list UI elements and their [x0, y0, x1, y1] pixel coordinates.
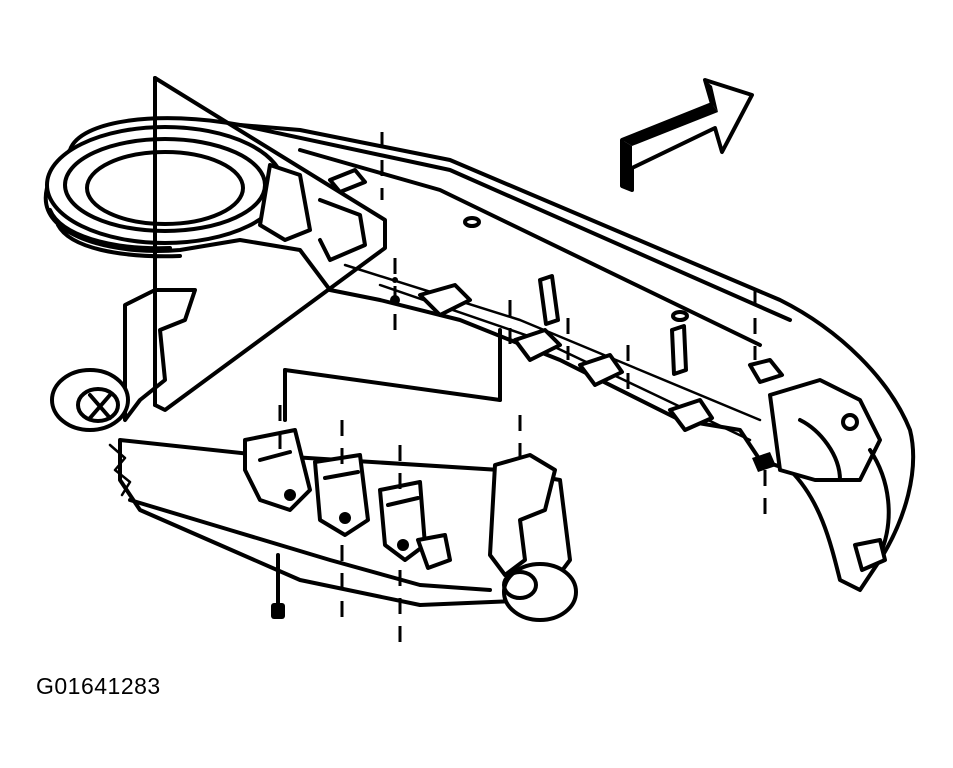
upper-housing	[43, 116, 916, 592]
forward-arrow-icon	[620, 78, 754, 192]
alignment-lines	[278, 132, 767, 650]
mounting-screws	[271, 277, 400, 619]
figure-id-label: G01641283	[36, 673, 161, 699]
evaporator-core	[153, 76, 502, 422]
lower-case	[50, 288, 578, 622]
